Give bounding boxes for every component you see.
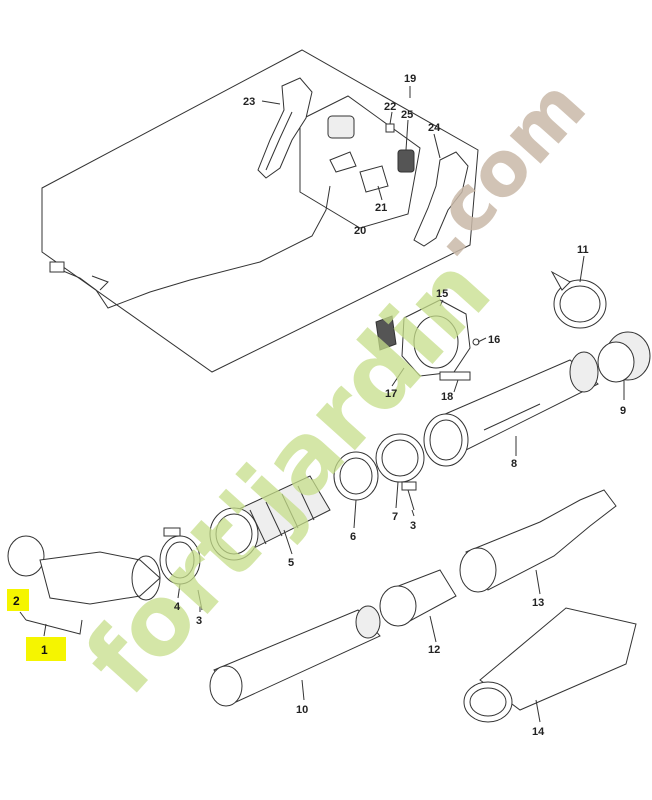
- throttle-cable: [55, 185, 331, 309]
- part-label-1[interactable]: 1: [41, 643, 48, 657]
- part-label-12[interactable]: 12: [428, 644, 440, 656]
- leader-lines: [19, 86, 625, 723]
- part-label-19[interactable]: 19: [404, 73, 416, 85]
- highlight-box-1: [26, 637, 66, 661]
- part-label-8[interactable]: 8: [511, 458, 517, 470]
- part-label-6[interactable]: 6: [350, 531, 356, 543]
- seal-ring-part: [333, 451, 379, 501]
- part-label-24[interactable]: 24: [428, 122, 441, 134]
- ring-clamp-part: [550, 270, 607, 329]
- watermark-suffix-text: .com: [399, 62, 603, 274]
- part-label-16[interactable]: 16: [488, 334, 500, 346]
- part-label-14[interactable]: 14: [532, 726, 545, 738]
- part-label-23[interactable]: 23: [243, 96, 255, 108]
- switch-parts: [327, 115, 415, 193]
- part-label-10[interactable]: 10: [296, 704, 308, 716]
- end-cap-part: [597, 331, 651, 383]
- blower-tube-part: [423, 351, 599, 467]
- part-label-9[interactable]: 9: [620, 405, 626, 417]
- part-label-22[interactable]: 22: [384, 101, 396, 113]
- part-label-2[interactable]: 2: [13, 594, 20, 608]
- flat-nozzle-part: [463, 607, 637, 723]
- part-label-25[interactable]: 25: [401, 109, 413, 121]
- hose-clamp-part: [375, 433, 425, 491]
- part-label-21[interactable]: 21: [375, 202, 387, 214]
- part-label-3b[interactable]: 3: [410, 520, 416, 532]
- part-label-11[interactable]: 11: [577, 244, 589, 256]
- part-label-3[interactable]: 3: [196, 615, 202, 627]
- straight-tube-part: [209, 605, 381, 707]
- part-label-20[interactable]: 20: [354, 225, 366, 237]
- highlight-box-2: [7, 589, 29, 611]
- curved-tube-part: [459, 489, 617, 593]
- nozzle-part: [379, 569, 457, 627]
- part-label-4[interactable]: 4: [174, 601, 181, 613]
- fan-housing-part: [375, 299, 480, 381]
- elbow-part: [7, 535, 161, 605]
- part-label-7[interactable]: 7: [392, 511, 398, 523]
- handle-grip-part: [413, 151, 469, 247]
- hose-clamp-small-part: [159, 527, 203, 611]
- handle-assembly-box: [41, 49, 479, 373]
- part-label-18[interactable]: 18: [441, 391, 453, 403]
- part-label-13[interactable]: 13: [532, 597, 544, 609]
- part-label-17[interactable]: 17: [385, 388, 397, 400]
- flexible-hose-part: [209, 475, 331, 561]
- part-label-15[interactable]: 15: [436, 288, 448, 300]
- part-label-5[interactable]: 5: [288, 557, 294, 569]
- handle-housing-part: [257, 77, 313, 179]
